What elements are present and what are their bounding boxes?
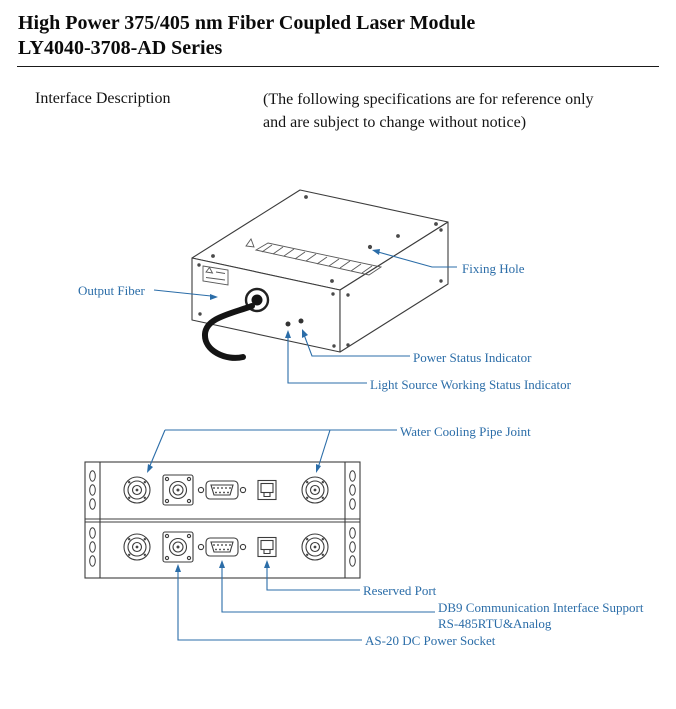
leader-light-source <box>287 334 367 384</box>
arrow-power-status <box>302 329 308 338</box>
arrow-light-source <box>285 330 291 338</box>
arrow-output-fiber <box>210 294 218 300</box>
leader-fixing-hole <box>377 251 457 268</box>
rack-ear-slots <box>89 470 356 567</box>
label-reserved-port: Reserved Port <box>363 583 437 598</box>
leader-output-fiber <box>153 289 212 297</box>
top-label-plate <box>245 238 383 276</box>
label-output-fiber: Output Fiber <box>78 283 145 298</box>
label-power-status-indicator: Power Status Indicator <box>413 350 532 365</box>
fiber-cable <box>202 303 255 361</box>
leader-power-status <box>302 331 410 357</box>
water-joint <box>301 533 329 561</box>
arrow-water-left <box>147 464 153 473</box>
leader-db9 <box>221 566 435 613</box>
rear-panel <box>84 461 361 579</box>
section-heading: Interface Description <box>35 90 171 107</box>
leader-reserved-port <box>266 566 360 591</box>
label-light-source-status-indicator: Light Source Working Status Indicator <box>370 377 571 392</box>
arrow-fixing-hole <box>372 249 380 255</box>
label-fixing-hole: Fixing Hole <box>462 261 525 276</box>
header-divider <box>17 66 659 67</box>
leader-water-left <box>148 429 166 469</box>
arrow-db9 <box>219 560 225 568</box>
label-db9-interface-line1: DB9 Communication Interface Support <box>438 600 644 615</box>
arrow-water-right <box>316 464 321 473</box>
annotation-arrowheads <box>147 249 380 572</box>
doc-title-line2: LY4040-3708-AD Series <box>18 37 223 59</box>
label-db9-interface-line2: RS-485RTU&Analog <box>438 616 552 631</box>
arrow-reserved-port <box>264 560 270 568</box>
arrow-power-socket <box>175 564 181 572</box>
laser-module-isometric <box>191 189 449 353</box>
doc-title-line1: High Power 375/405 nm Fiber Coupled Lase… <box>18 12 476 34</box>
water-joint <box>123 533 151 561</box>
leader-water-right <box>317 429 331 469</box>
front-info-label <box>202 265 229 286</box>
warning-triangle-icon <box>245 238 255 248</box>
section-note-line1: (The following specifications are for re… <box>263 91 594 108</box>
water-joint <box>123 476 151 504</box>
annotation-leaders <box>148 251 457 641</box>
label-water-cooling-pipe-joint: Water Cooling Pipe Joint <box>400 424 531 439</box>
label-dc-power-socket: AS-20 DC Power Socket <box>365 633 496 648</box>
screw-holes <box>197 195 443 348</box>
box-right-face <box>339 221 449 353</box>
water-joint <box>301 476 329 504</box>
status-leds <box>285 318 304 327</box>
leader-power-socket <box>177 570 362 641</box>
section-note-line2: and are subject to change without notice… <box>263 114 527 131</box>
